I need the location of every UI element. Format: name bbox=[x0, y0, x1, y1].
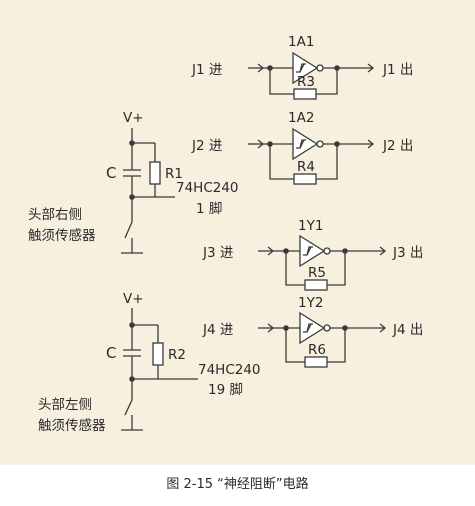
resistor-label-R6: R6 bbox=[308, 342, 326, 358]
resistor-label-R5: R5 bbox=[308, 265, 326, 281]
pin-label-right: 1 脚 bbox=[196, 201, 222, 217]
resistor-R3 bbox=[293, 88, 317, 100]
inverter-name-1Y2: 1Y2 bbox=[298, 295, 323, 311]
inverter-bubble-1Y1 bbox=[323, 247, 331, 255]
chip-label-left: 74HC240 bbox=[198, 362, 261, 378]
whisker-switch-right bbox=[124, 221, 133, 239]
sensor-label-right-line1: 头部右侧 bbox=[28, 207, 82, 223]
supply-label-left: V+ bbox=[123, 291, 144, 307]
sensor-circuit-left: V+ R2 C 74HC240 19 脚 头部左侧 触须传感器 bbox=[38, 291, 261, 434]
output-arrow-head-j1 bbox=[367, 63, 375, 73]
inverter-bubble-1A1 bbox=[316, 64, 324, 72]
resistor-R6 bbox=[304, 356, 328, 368]
feedback-wire-right-j3 bbox=[327, 251, 346, 286]
figure-caption: 图 2-15 “神经阻断”电路 bbox=[166, 477, 309, 492]
feedback-wire-left-j1 bbox=[269, 68, 294, 95]
schmitt-symbol-1A1 bbox=[296, 63, 306, 73]
schmitt-symbol-1A2 bbox=[296, 139, 306, 149]
feedback-wire-right-j4 bbox=[327, 328, 346, 363]
output-arrow-head-j4 bbox=[379, 323, 387, 333]
feedback-wire-left-j3 bbox=[285, 251, 305, 286]
output-label-j3: J3 出 bbox=[392, 245, 423, 261]
inverter-gate-1Y1 bbox=[299, 234, 326, 268]
inverter-stage-1Y2: J4 进 J4 出 1Y2 R6 bbox=[202, 295, 423, 368]
inverter-bubble-1Y2 bbox=[323, 324, 331, 332]
input-label-j2: J2 进 bbox=[191, 138, 223, 154]
inverter-stage-1A2: J2 进 J2 出 1A2 R4 bbox=[191, 110, 413, 185]
capacitor-label-right: C bbox=[106, 164, 116, 182]
supply-label-right: V+ bbox=[123, 110, 144, 126]
resistor-R4 bbox=[293, 173, 317, 185]
circuit-figure: J1 进 J1 出 1A1 R3 J2 进 J2 出 1A2 R bbox=[0, 0, 475, 465]
inverter-gate-1A1 bbox=[292, 51, 319, 85]
inverter-name-1Y1: 1Y1 bbox=[298, 218, 323, 234]
sensor-label-left-line1: 头部左侧 bbox=[38, 397, 92, 413]
resistor-R5 bbox=[304, 279, 328, 291]
feedback-wire-left-j4 bbox=[285, 328, 305, 363]
inverter-stage-1Y1: J3 进 J3 出 1Y1 R5 bbox=[202, 218, 423, 291]
output-label-j4: J4 出 bbox=[392, 322, 423, 338]
inverter-name-1A2: 1A2 bbox=[288, 110, 314, 126]
sensor-label-right-line2: 触须传感器 bbox=[28, 227, 96, 244]
circuit-diagram: J1 进 J1 出 1A1 R3 J2 进 J2 出 1A2 R bbox=[28, 34, 423, 434]
resistor-R1 bbox=[149, 161, 161, 185]
inverter-gate-1A2 bbox=[292, 127, 319, 161]
whisker-switch-left bbox=[124, 399, 133, 416]
inverter-bubble-1A2 bbox=[316, 140, 324, 148]
chip-label-right: 74HC240 bbox=[176, 180, 239, 196]
resistor-R2 bbox=[152, 342, 164, 366]
output-label-j2: J2 出 bbox=[382, 138, 413, 154]
input-label-j1: J1 进 bbox=[191, 62, 223, 78]
sensor-label-left-line2: 触须传感器 bbox=[38, 417, 106, 434]
schmitt-symbol-1Y1 bbox=[303, 246, 313, 256]
inverter-name-1A1: 1A1 bbox=[288, 34, 314, 50]
inverter-gate-1Y2 bbox=[299, 311, 326, 345]
resistor-label-R1: R1 bbox=[165, 166, 183, 182]
output-arrow-head-j2 bbox=[367, 139, 375, 149]
pin-label-left: 19 脚 bbox=[208, 382, 243, 398]
input-label-j4: J4 进 bbox=[202, 322, 234, 338]
input-label-j3: J3 进 bbox=[202, 245, 234, 261]
output-label-j1: J1 出 bbox=[382, 62, 413, 78]
resistor-label-R2: R2 bbox=[168, 347, 186, 363]
resistor-label-R3: R3 bbox=[297, 74, 315, 90]
capacitor-label-left: C bbox=[106, 344, 116, 362]
sensor-circuit-right: V+ R1 C 74HC240 1 脚 头部右侧 触须传感器 bbox=[28, 110, 239, 254]
feedback-wire-right-j2 bbox=[316, 144, 338, 180]
output-arrow-head-j3 bbox=[379, 246, 387, 256]
schmitt-symbol-1Y2 bbox=[303, 323, 313, 333]
feedback-wire-left-j2 bbox=[269, 144, 294, 180]
feedback-wire-right-j1 bbox=[316, 68, 338, 95]
inverter-stage-1A1: J1 进 J1 出 1A1 R3 bbox=[191, 34, 413, 100]
resistor-label-R4: R4 bbox=[297, 159, 315, 175]
